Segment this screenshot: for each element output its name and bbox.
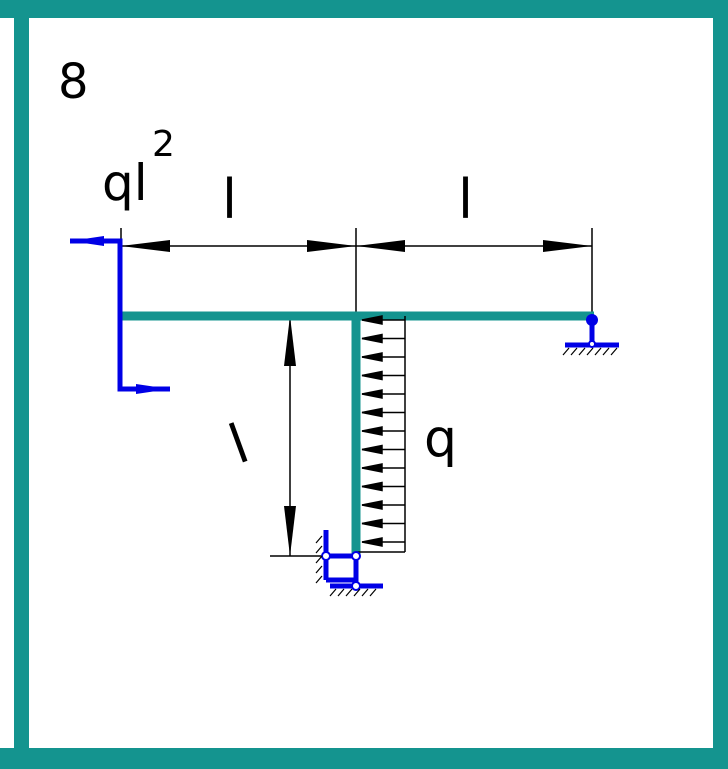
column-height-label: l: [221, 412, 257, 476]
load-arrow-head: [361, 481, 383, 492]
column-dimension-arrows: [284, 316, 296, 556]
distributed-load-label: q: [424, 409, 457, 469]
span-right-label: l: [458, 168, 473, 231]
panel-number: 8: [58, 54, 89, 110]
moment-label: ql: [102, 154, 148, 212]
span-left-label: l: [222, 168, 237, 231]
load-arrow-head: [361, 444, 383, 455]
span-dimension-arrows: [121, 240, 592, 252]
load-arrow-head: [361, 352, 383, 362]
moment-exponent: 2: [152, 124, 175, 165]
applied-moment: [70, 236, 170, 394]
load-arrow-head: [361, 370, 383, 381]
load-arrow-head: [361, 518, 383, 529]
load-arrow-head: [361, 426, 383, 436]
pin-support: [315, 530, 383, 597]
load-arrow-head: [361, 315, 383, 325]
column-dimension: [270, 315, 352, 557]
load-arrow-head: [361, 333, 383, 344]
load-arrow-head: [361, 537, 383, 547]
span-dimension: [120, 228, 593, 316]
roller-support: [562, 314, 619, 356]
load-arrow-head: [361, 463, 383, 473]
load-arrow-head: [361, 407, 383, 418]
distributed-load: [356, 315, 406, 553]
load-arrow-head: [361, 389, 383, 399]
load-arrow-head: [361, 500, 383, 510]
